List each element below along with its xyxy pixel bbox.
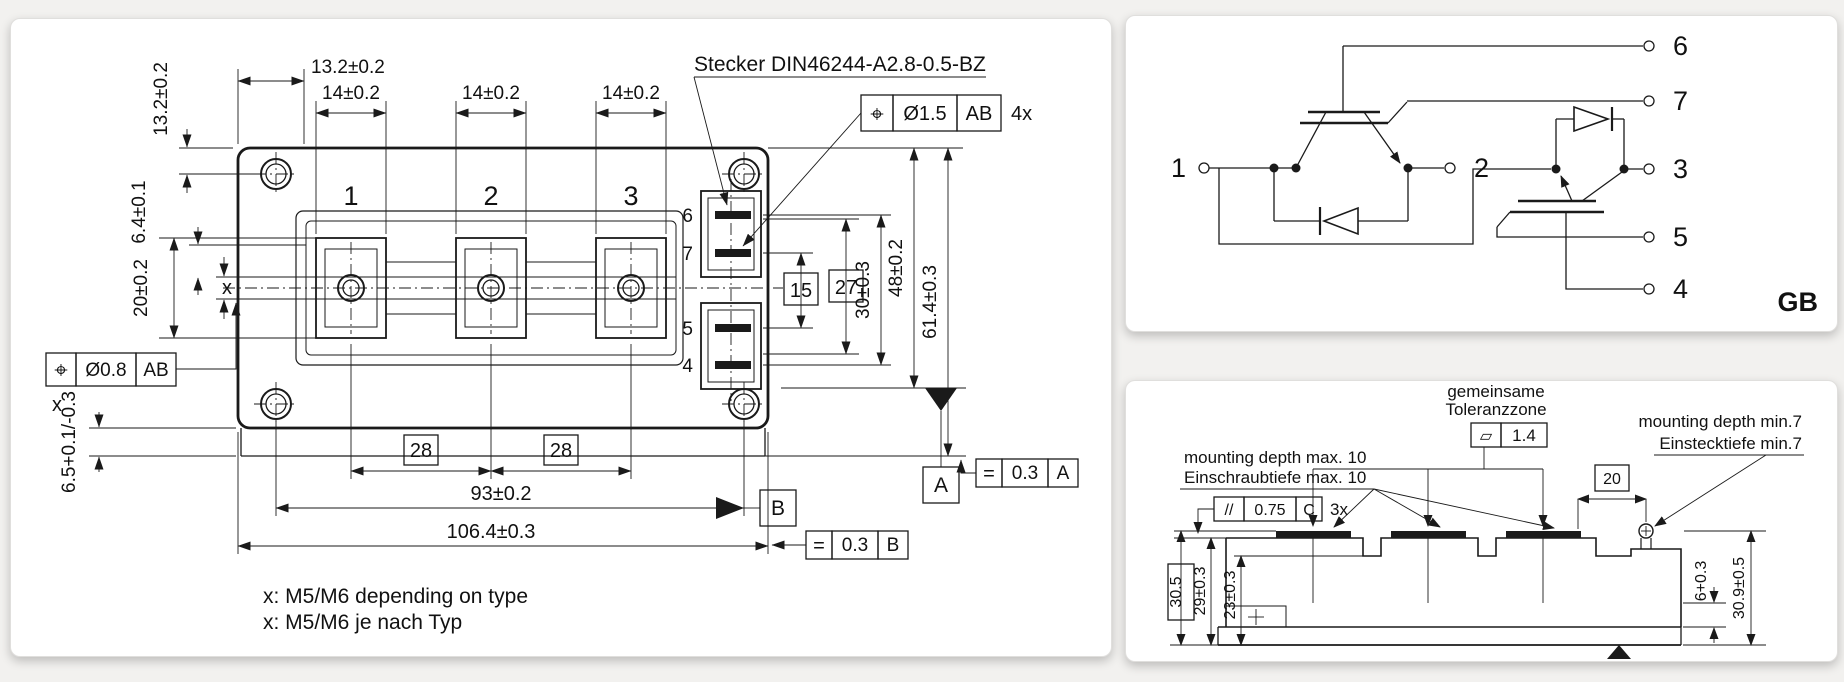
parallelism-frame: // 0.75 C 3x: [1193, 496, 1348, 534]
pin-position-datum: AB: [966, 103, 993, 125]
mounting-holes: [254, 152, 766, 426]
parallelism-symbol: //: [1225, 502, 1234, 519]
parallelism-count: 3x: [1330, 500, 1348, 519]
side-dimensions: [1167, 464, 1766, 646]
flatness-zone-value: 1.4: [1512, 426, 1536, 445]
terminal-5: 5: [1673, 222, 1688, 252]
pin-position-count: 4x: [1011, 103, 1032, 125]
circuit-panel: 1 2 6 7 3 5 4 GB: [1125, 15, 1838, 332]
datum-b-label: B: [771, 497, 785, 520]
pin-label-4: 4: [682, 356, 693, 377]
pin-label-6: 6: [682, 206, 693, 227]
mounting-depth-min-leader: [1654, 454, 1804, 527]
dim-pin-pitch-inner: 15: [790, 280, 812, 302]
dim-slot-width-x: x: [222, 277, 232, 299]
flatness-frame-a: = 0.3 A: [956, 458, 1079, 488]
dim-height-309: 30.9±0.5: [1731, 557, 1748, 619]
screw-position-frame: ⌖ Ø0.8 AB x: [45, 302, 241, 416]
parallelism-value: 0.75: [1254, 502, 1285, 519]
dim-hole-span: 93±0.2: [470, 483, 531, 505]
dim-terminal-pitch-2: 28: [550, 440, 572, 462]
top-view-drawing: 1 2 3 6 7 5 4: [45, 53, 1079, 634]
flatness-a-value: 0.3: [1012, 463, 1038, 484]
mounting-depth-max-de: Einschraubtiefe max. 10: [1184, 468, 1366, 487]
position-symbol: ⌖: [54, 357, 68, 384]
flatness-b-symbol: =: [813, 535, 825, 557]
circuit-diagram: 1 2 6 7 3 5 4 GB: [1171, 31, 1819, 317]
mounting-depth-min-en: mounting depth min.7: [1639, 412, 1803, 431]
dim-height-23: 23±0.3: [1222, 570, 1239, 619]
terminal-blocks: [315, 237, 667, 339]
flatness-zone-symbol: ▱: [1480, 428, 1493, 445]
circuit-type-label: GB: [1778, 287, 1819, 317]
top-dimensions: [179, 69, 667, 234]
terminal-6: 6: [1673, 31, 1688, 61]
mounting-depth-max-leaders: [1180, 488, 1555, 531]
datum-a: A: [922, 388, 960, 504]
pin-label-7: 7: [682, 244, 693, 265]
connector-note: Stecker DIN46244-A2.8-0.5-BZ: [694, 53, 986, 76]
tolerance-zone-line1: gemeinsame: [1447, 382, 1544, 401]
bottom-dimensions: [237, 344, 797, 554]
mounting-depth-max-en: mounting depth max. 10: [1184, 448, 1366, 467]
terminal-3: 3: [1673, 154, 1688, 184]
dim-flange-height: 6.5+0.1/-0.3: [59, 391, 80, 493]
tolerance-zone-line2: Toleranzzone: [1445, 400, 1546, 419]
flatness-zone-frame: ▱ 1.4: [1308, 422, 1548, 527]
position-symbol-pins: ⌖: [870, 101, 884, 128]
circuit-wiring: [1198, 40, 1655, 295]
parallelism-datum: C: [1303, 502, 1315, 519]
terminal-label-3: 3: [623, 181, 638, 211]
dim-body-depth: 61.4±0.3: [920, 265, 941, 339]
terminal-1: 1: [1171, 153, 1186, 183]
dim-slot-shoulder: 6.4±0.1: [129, 180, 150, 243]
flatness-a-symbol: =: [983, 463, 995, 485]
module-outline: [236, 146, 770, 457]
dim-pin-span: 30±0.3: [853, 261, 874, 319]
aux-connectors: [700, 179, 762, 401]
flatness-a-datum: A: [1057, 463, 1070, 484]
pin-position-tolerance: Ø1.5: [903, 103, 946, 125]
terminal-7: 7: [1673, 86, 1688, 116]
flatness-b-value: 0.3: [842, 535, 868, 556]
screw-position-ref: x: [52, 394, 62, 416]
flatness-frame-b: = 0.3 B: [771, 530, 909, 560]
dim-terminal-width-3: 14±0.2: [602, 83, 660, 104]
dim-corner-offset-v: 13.2±0.2: [151, 62, 172, 136]
dim-step-6: 6+0.3: [1693, 561, 1710, 602]
dim-overall-height-ref: 30.5: [1168, 576, 1185, 607]
dim-pin-pitch-outer: 27: [835, 277, 857, 299]
dim-terminal-field: 20±0.2: [131, 259, 152, 317]
terminal-label-1: 1: [343, 181, 358, 211]
pin-position-frame: ⌖ Ø1.5 AB 4x: [742, 94, 1032, 247]
dim-connector-field: 48±0.2: [886, 239, 907, 297]
note-type-en: x: M5/M6 depending on type: [263, 585, 528, 608]
side-view-drawing: gemeinsame Toleranzzone ▱ 1.4 mounting d…: [1167, 382, 1804, 659]
dim-corner-offset-h: 13.2±0.2: [311, 57, 385, 78]
screw-position-datum: AB: [143, 360, 168, 381]
top-view-panel: 1 2 3 6 7 5 4: [10, 18, 1112, 657]
datum-a-label: A: [934, 474, 948, 497]
dim-height-29: 29±0.3: [1192, 566, 1209, 615]
dim-pin-offset: 20: [1603, 471, 1621, 488]
terminal-label-2: 2: [483, 181, 498, 211]
dim-terminal-width-2: 14±0.2: [462, 83, 520, 104]
left-dimensions: [89, 227, 316, 472]
screw-position-tolerance: Ø0.8: [85, 360, 126, 381]
right-dimensions: [763, 147, 966, 457]
terminal-2: 2: [1474, 153, 1489, 183]
pin-label-5: 5: [682, 319, 693, 340]
side-module-outline: [1217, 523, 1682, 659]
dim-overall-width: 106.4±0.3: [447, 521, 536, 543]
mounting-depth-min-de: Einstecktiefe min.7: [1659, 434, 1802, 453]
connector-note-leader: [693, 76, 986, 206]
note-type-de: x: M5/M6 je nach Typ: [263, 611, 462, 634]
side-view-panel: gemeinsame Toleranzzone ▱ 1.4 mounting d…: [1125, 380, 1838, 662]
dim-terminal-width-1: 14±0.2: [322, 83, 380, 104]
dim-terminal-pitch-1: 28: [410, 440, 432, 462]
flatness-b-datum: B: [887, 535, 900, 556]
terminal-4: 4: [1673, 274, 1688, 304]
